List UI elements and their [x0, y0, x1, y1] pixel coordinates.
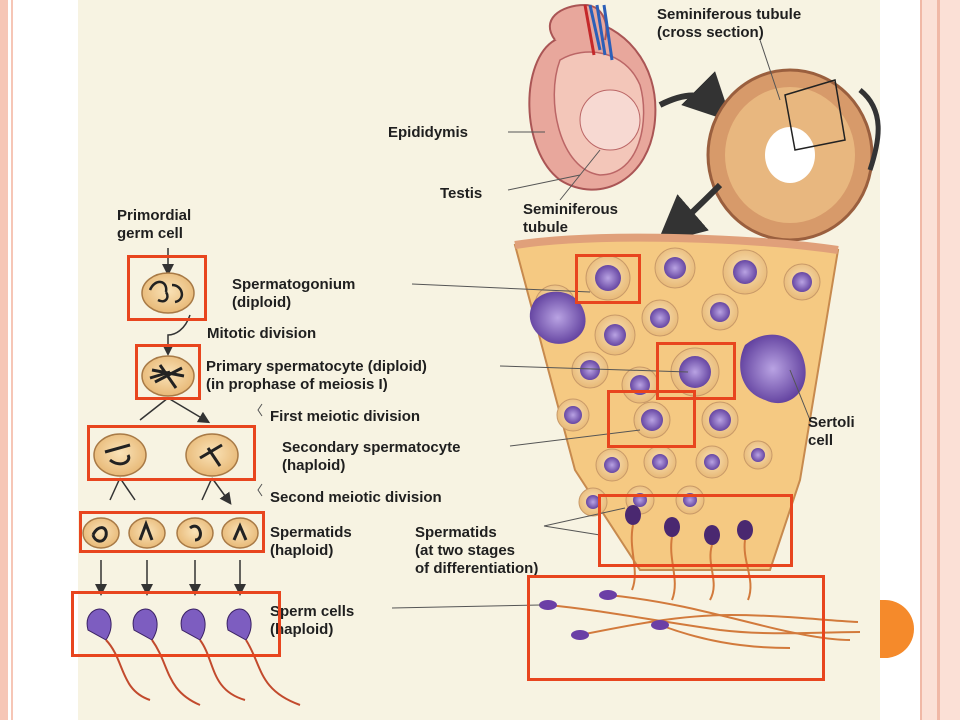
highlight-spermatogonium-left [127, 255, 207, 321]
label-testis: Testis [440, 185, 483, 202]
highlight-sperm-cells-right [527, 575, 825, 681]
right-frame-line [937, 0, 940, 720]
label-second-meiotic-division: Second meiotic division [270, 489, 442, 506]
highlight-sperm-cells-left [71, 591, 281, 657]
label-spermatogonium: Spermatogonium (diploid) [232, 276, 356, 311]
label-sertoli-cell: Sertoli cell [808, 414, 855, 449]
tubule-wall-section [513, 233, 861, 649]
label-spermatids-haploid: Spermatids (haploid) [270, 524, 352, 559]
label-primordial-germ-cell: Primordial germ cell [117, 207, 192, 242]
testis-drawing [528, 3, 657, 191]
lineage-column [82, 248, 301, 706]
label-primary-spermatocyte: Primary spermatocyte (diploid) (in proph… [206, 358, 427, 393]
left-frame-line [11, 0, 13, 720]
label-spermatids-two-stages: Spermatids (at two stages of differentia… [415, 524, 539, 577]
highlight-primary-spermatocyte-right [656, 342, 736, 400]
left-frame-bar [0, 0, 8, 720]
label-secondary-spermatocyte: Secondary spermatocyte (haploid) [282, 439, 461, 474]
highlight-secondary-spermatocyte-right [607, 390, 696, 448]
highlight-secondary-spermatocyte-left [87, 425, 256, 481]
label-mitotic-division: Mitotic division [207, 325, 317, 342]
highlight-spermatids-left [79, 511, 265, 553]
label-first-meiotic-division: First meiotic division [270, 408, 421, 425]
label-epididymis: Epididymis [388, 124, 469, 141]
highlight-spermatogonium-right [575, 254, 641, 304]
highlight-spermatids-right [598, 494, 793, 567]
right-frame-bar [920, 0, 960, 720]
highlight-primary-spermatocyte-left [135, 344, 201, 400]
label-seminiferous-tubule: Seminiferous tubule [523, 201, 619, 236]
label-sperm-cells: Sperm cells (haploid) [270, 603, 355, 638]
label-seminiferous-cross-section: Seminiferous tubule (cross section) [657, 6, 802, 41]
tubule-cross-section [706, 68, 881, 242]
